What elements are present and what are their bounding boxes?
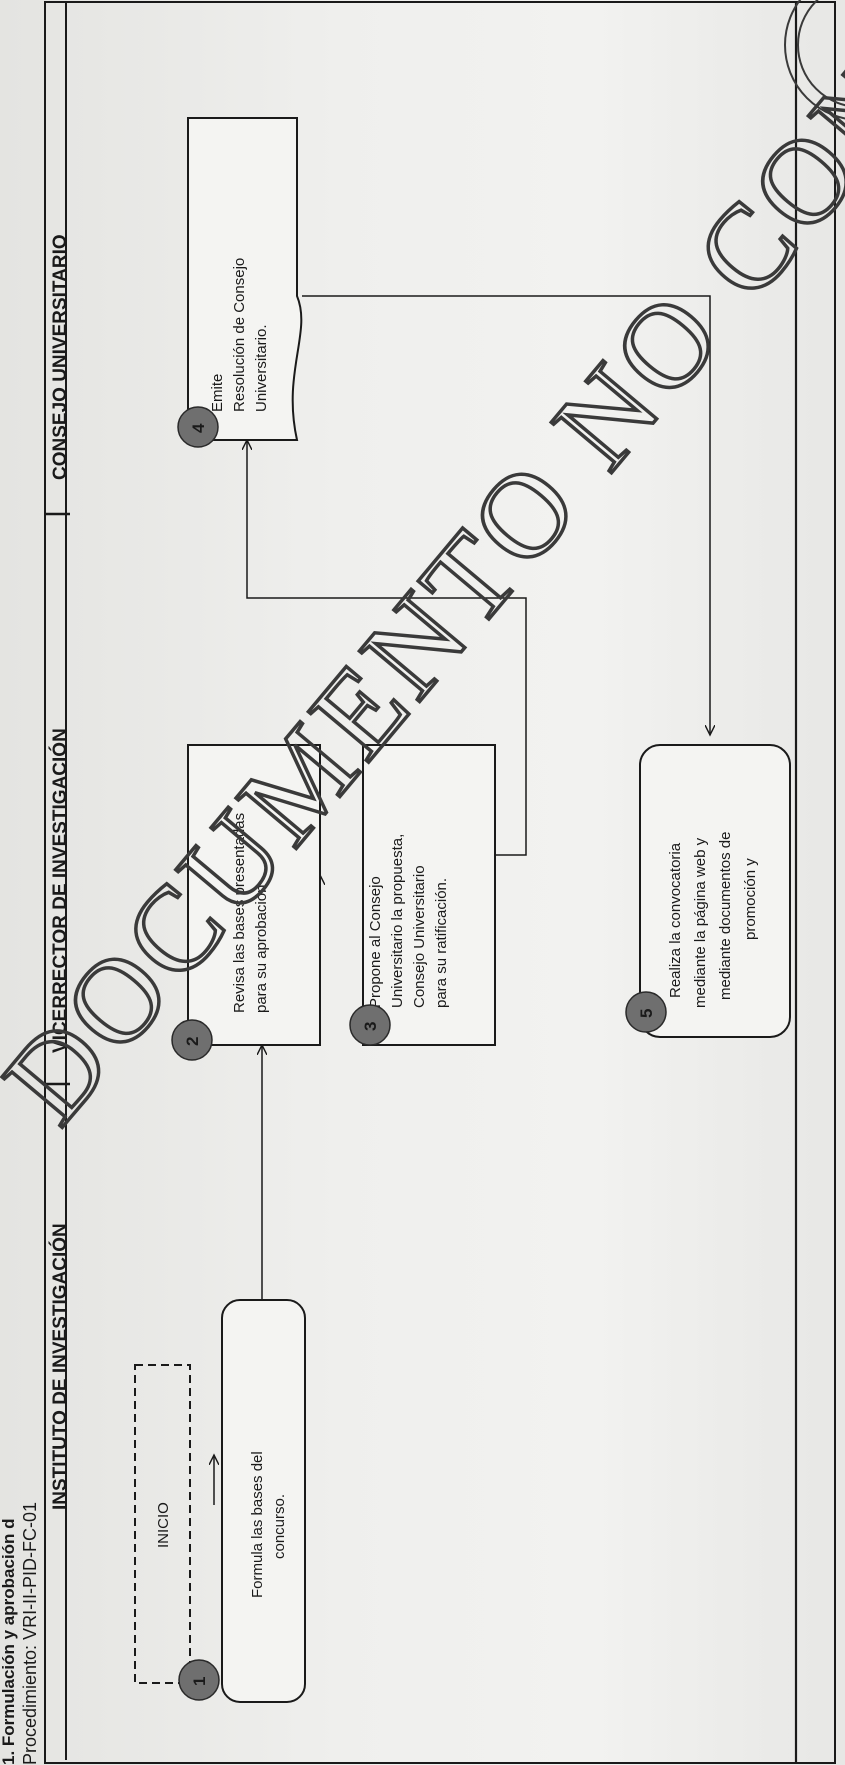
document-title: 1. Formulación y aprobación d: [0, 1518, 18, 1765]
step-badge-3: 3: [349, 1004, 391, 1046]
step-badge-4-number: 4: [189, 423, 208, 433]
step-2-line-1: Revisa las bases presentadas: [231, 813, 248, 1013]
step-3-line-3: Consejo Universitario: [411, 865, 428, 1008]
step-4-node: Emite Resolución de Consejo Universitari…: [187, 117, 303, 441]
step-badge-2: 2: [171, 1019, 213, 1061]
step-3-node: Propone al Consejo Universitario la prop…: [362, 744, 496, 1046]
start-node: INICIO: [134, 1364, 191, 1684]
step-3-line-1: Propone al Consejo: [367, 876, 384, 1008]
step-badge-1-number: 1: [190, 1677, 209, 1686]
procedure-code: Procedimiento: VRI-II-PID-FC-01: [20, 1502, 40, 1765]
step-5-line-2: mediante la página web y: [692, 837, 709, 1008]
lane-header-instituto: INSTITUTO DE INVESTIGACIÓN: [49, 1223, 71, 1510]
step-4-line-1: Emite: [209, 374, 226, 412]
step-1-node: Formula las bases del concurso.: [221, 1299, 306, 1703]
start-label: INICIO: [155, 1502, 172, 1548]
step-badge-3-number: 3: [361, 1022, 380, 1031]
step-5-line-1: Realiza la convocatoria: [667, 842, 684, 998]
step-1-line-2: concurso.: [271, 1494, 288, 1559]
lane-header-vicerrector: VICERRECTOR DE INVESTIGACIÓN: [49, 728, 71, 1053]
step-2-node: Revisa las bases presentadas para su apr…: [187, 744, 321, 1046]
step-5-line-3: mediante documentos de: [717, 832, 734, 1000]
step-badge-4: 4: [177, 406, 219, 448]
swimlane-frame: [44, 1, 836, 1764]
step-1-line-1: Formula las bases del: [249, 1451, 266, 1598]
step-3-line-4: para su ratificación.: [433, 878, 450, 1008]
step-badge-5: 5: [625, 991, 667, 1033]
step-3-line-2: Universitario la propuesta,: [389, 834, 406, 1008]
step-badge-1: 1: [178, 1659, 220, 1701]
step-2-line-2: para su aprobación: [253, 885, 270, 1013]
step-4-line-2: Resolución de Consejo: [231, 258, 248, 412]
step-5-node: Realiza la convocatoria mediante la pági…: [639, 744, 791, 1038]
lane-header-consejo: CONSEJO UNIVERSITARIO: [50, 234, 71, 480]
step-badge-5-number: 5: [637, 1009, 656, 1018]
step-4-line-3: Universitario.: [253, 324, 270, 412]
university-seal: [784, 0, 845, 120]
step-5-line-4: promoción y: [742, 858, 759, 940]
step-badge-2-number: 2: [183, 1037, 202, 1046]
